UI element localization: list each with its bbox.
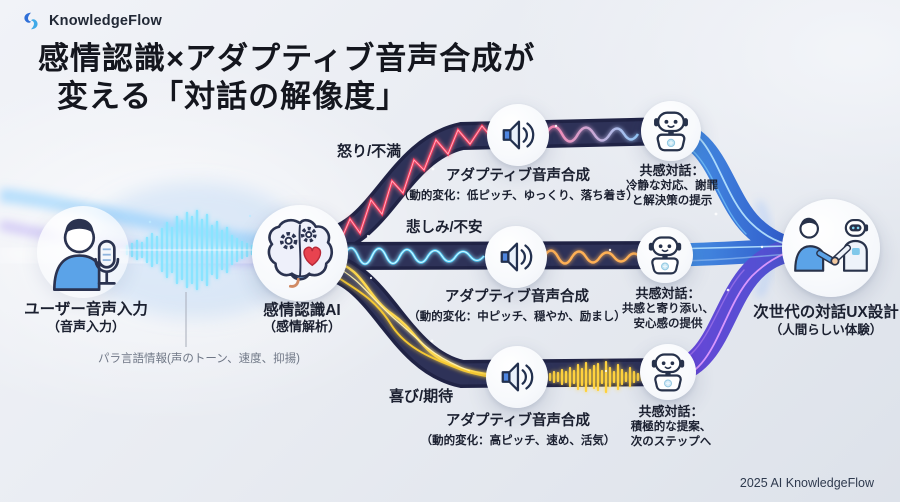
next-gen-ux-node [782, 199, 880, 297]
speaker-icon [502, 120, 535, 150]
person-microphone-icon [52, 218, 120, 291]
footer-credit: 2025 AI KnowledgeFlow [739, 476, 874, 490]
dialog-title: 共感対話： [639, 163, 705, 178]
energetic-waveform [548, 360, 644, 394]
emotion-label-sadness: 悲しみ/不安 [406, 220, 483, 236]
tts-node-joy [486, 346, 548, 408]
dialog-title: 共感対話： [635, 286, 701, 301]
dialog-robot-node-joy [640, 344, 696, 400]
dialog-robot-node-anger [641, 101, 701, 161]
brain-emotion-icon [267, 218, 334, 288]
tts-node-sadness [485, 226, 547, 288]
tts-node-anger [487, 104, 549, 166]
tts-label-sadness: アダプティブ音声合成 （動的変化：中ピッチ、穏やか、励まし） [408, 285, 626, 324]
dialog-label-joy: 共感対話： 積極的な提案、 次のステップへ [631, 404, 712, 451]
tts-title: アダプティブ音声合成 [445, 168, 591, 184]
user-voice-input-node [37, 206, 129, 298]
dialog-line: 共感と寄り添い、 [622, 302, 714, 315]
anger-zigzag-wave [336, 123, 506, 248]
page-title: 感情認識×アダプティブ音声合成が 変える「対話の解像度」 [38, 40, 535, 116]
emotion-ai-sublabel: （感情解析） [262, 319, 342, 334]
tts-detail: （動的変化：中ピッチ、穏やか、励まし） [408, 311, 626, 323]
logo-icon [24, 12, 38, 30]
title-line1: 感情認識×アダプティブ音声合成が [38, 41, 536, 76]
emotion-ai-label: 感情認識AI [263, 302, 341, 319]
tts-detail: （動的変化：高ピッチ、速め、活気） [420, 435, 616, 447]
sadness-wave [342, 246, 486, 266]
paralanguage-annotation: パラ言語情報(声のトーン、速度、抑揚) [98, 353, 300, 365]
tts-label-joy: アダプティブ音声合成 （動的変化：高ピッチ、速め、活気） [421, 409, 616, 448]
speaker-icon [501, 362, 534, 392]
brand-logo: KnowledgeFlow [20, 10, 162, 32]
tts-detail: （動的変化：低ピッチ、ゆっくり、落ち着き） [397, 190, 639, 202]
input-waveform [119, 209, 259, 291]
dialog-robot-node-sadness [637, 227, 693, 283]
output-label: 次世代の対話UX設計 [753, 304, 899, 321]
speaker-icon [500, 242, 533, 272]
robot-icon [651, 353, 685, 392]
dialog-label-sadness: 共感対話： 共感と寄り添い、 安心感の提供 [622, 286, 714, 333]
sparkle-dots [148, 124, 764, 373]
dialog-label-anger: 共感対話： 冷静な対応、謝罪 と解決策の提示 [626, 163, 718, 210]
dialog-title: 共感対話： [638, 404, 704, 419]
logo-text: KnowledgeFlow [49, 13, 162, 29]
user-input-label: ユーザー音声入力 [24, 301, 148, 318]
emotion-label-anger: 怒り/不満 [337, 143, 402, 160]
gentle-wave [542, 249, 641, 265]
human-robot-handshake-icon [794, 217, 869, 272]
tts-title: アダプティブ音声合成 [444, 289, 590, 305]
robot-icon [648, 236, 682, 275]
user-input-sublabel: （音声入力） [46, 319, 126, 334]
title-line2: 変える「対話の解像度」 [57, 79, 409, 114]
dialog-line: 冷静な対応、謝罪 [626, 179, 718, 192]
calm-wave [544, 125, 640, 143]
tts-label-anger: アダプティブ音声合成 （動的変化：低ピッチ、ゆっくり、落ち着き） [398, 164, 638, 203]
dialog-line: 次のステップへ [630, 436, 712, 448]
dialog-line: 積極的な提案、 [630, 420, 712, 433]
emotion-label-joy: 喜び/期待 [389, 388, 454, 405]
robot-icon [654, 111, 688, 152]
dialog-line: 安心感の提供 [633, 318, 703, 330]
emotion-ai-node [252, 205, 348, 301]
dialog-line: と解決策の提示 [631, 195, 713, 207]
joy-flow-wave [329, 259, 497, 379]
tts-title: アダプティブ音声合成 [445, 413, 591, 429]
output-sublabel: （人間らしい体験） [769, 323, 883, 337]
